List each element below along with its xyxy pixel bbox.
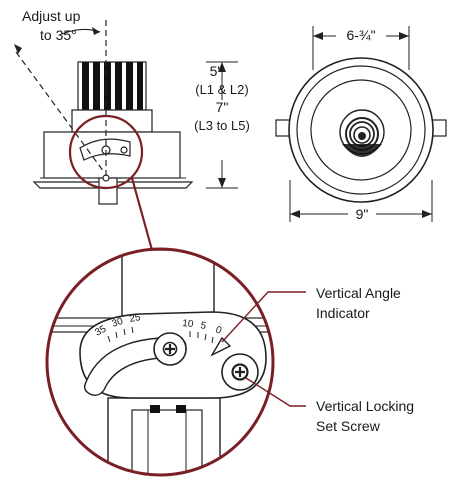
top-width-label: 6-¾" xyxy=(346,27,375,43)
lens-center xyxy=(358,132,366,140)
adjust-label-line2: to 35° xyxy=(40,27,77,43)
side-view: Adjust up to 35° 5" (L1 & L2) 7" (L3 to … xyxy=(14,8,250,205)
height-b-value: 7" xyxy=(216,99,229,115)
adjust-label-line1: Adjust up xyxy=(22,8,81,24)
aperture-ring xyxy=(310,79,412,181)
housing-body xyxy=(71,109,153,133)
height-a-note: (L1 & L2) xyxy=(195,82,248,97)
angle-scale-ticks xyxy=(107,326,214,344)
scale-mark-25: 25 xyxy=(129,312,142,325)
tilt-arrow-head xyxy=(92,27,100,35)
scale-mark-30: 30 xyxy=(111,316,125,330)
locking-screw-label-line1: Vertical Locking xyxy=(316,398,414,414)
tilt-arrow-tail xyxy=(14,44,22,54)
height-a-value: 5" xyxy=(210,63,223,79)
scale-mark-35: 35 xyxy=(93,324,108,339)
detail-ring-large xyxy=(45,247,275,477)
detail-ring-small xyxy=(68,114,144,190)
detail-connector xyxy=(130,177,154,251)
bottom-width-label: 9" xyxy=(356,206,369,222)
angle-indicator-pointer xyxy=(210,336,232,357)
scale-mark-0: 0 xyxy=(214,324,223,336)
lens-shadow xyxy=(342,144,382,157)
detail-housing xyxy=(121,249,215,319)
heat-sink xyxy=(77,61,147,111)
mounting-tab-right xyxy=(431,119,447,137)
angle-indicator-label-line2: Indicator xyxy=(316,305,370,321)
mounting-tab-left xyxy=(275,119,291,137)
height-b-note: (L3 to L5) xyxy=(194,118,250,133)
tilt-line xyxy=(15,51,105,173)
scale-mark-10: 10 xyxy=(182,318,195,330)
angle-indicator-label-line1: Vertical Angle xyxy=(316,285,401,301)
scale-mark-5: 5 xyxy=(199,320,207,332)
top-view: 6-¾" 9" xyxy=(275,26,447,222)
detail-view: 35 30 25 10 5 0 xyxy=(47,249,273,475)
bottom-width-dimension xyxy=(289,180,433,222)
height-dimension xyxy=(206,61,238,189)
angle-indicator-leader xyxy=(221,291,306,343)
locking-screw-label-line2: Set Screw xyxy=(316,418,381,434)
locking-screw-leader xyxy=(245,377,306,407)
trim-inner-ring xyxy=(296,65,426,195)
lens-cylinder xyxy=(98,177,118,205)
top-width-dimension xyxy=(312,26,410,70)
